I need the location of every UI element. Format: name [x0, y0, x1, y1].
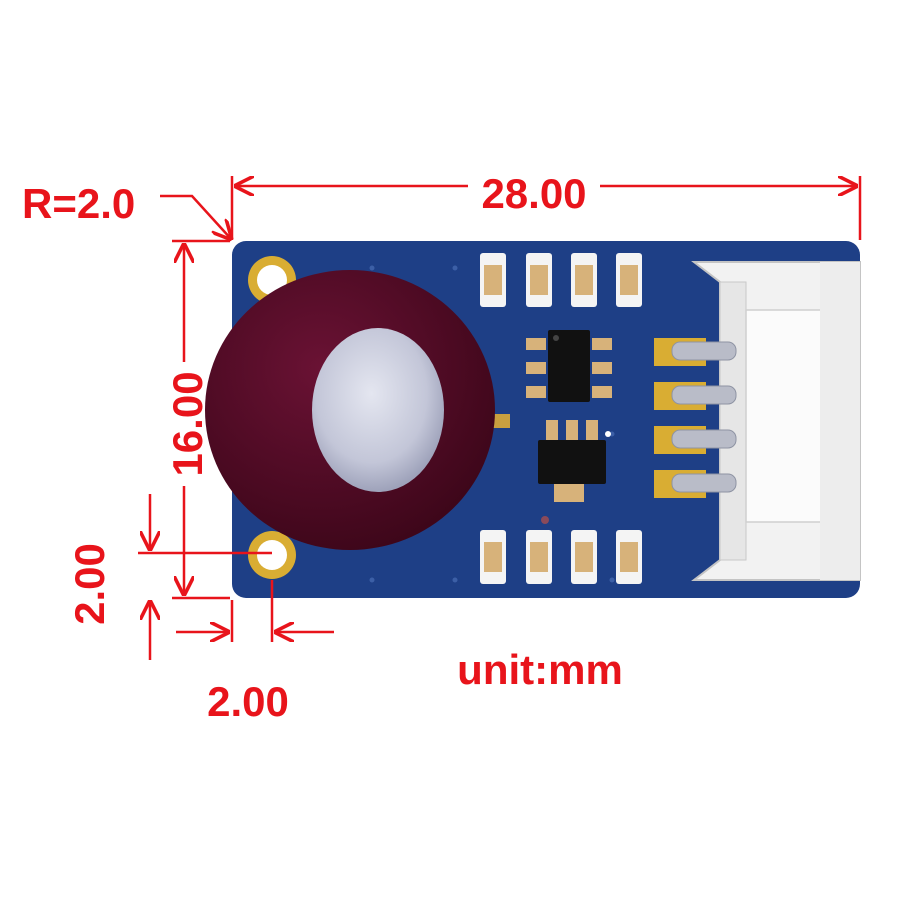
thermopile-sensor-icon	[205, 270, 495, 550]
hole-offset-x-label: 2.00	[207, 678, 289, 725]
unit-label: unit:mm	[457, 646, 623, 693]
mounting-hole-icon	[248, 531, 296, 579]
ic-chip-upper	[526, 330, 612, 402]
4-pin-connector-icon	[671, 261, 861, 581]
radius-label: R=2.0	[22, 180, 135, 227]
ic-chip-lower	[538, 420, 611, 502]
width-label: 28.00	[481, 170, 586, 217]
board-vias	[369, 265, 615, 583]
height-label: 16.00	[164, 371, 211, 476]
hole-offset-y-label: 2.00	[66, 543, 113, 625]
smd-components-top	[480, 253, 642, 307]
smd-components-bottom	[480, 530, 642, 584]
dimension-lines	[138, 176, 862, 660]
